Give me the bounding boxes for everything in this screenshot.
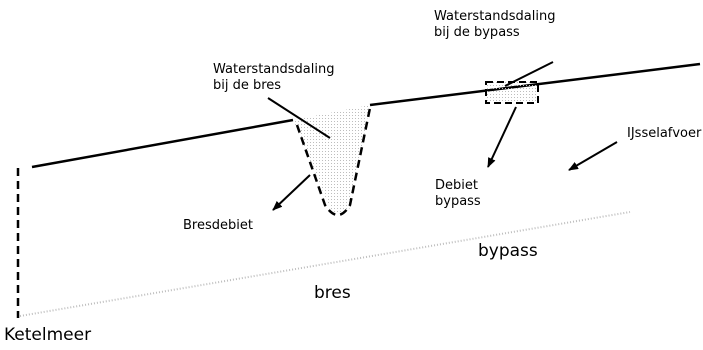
waterstand-bypass-line1: Waterstandsdaling bbox=[434, 9, 556, 24]
bypass-label: bypass bbox=[478, 241, 538, 261]
waterstand-bres-line1: Waterstandsdaling bbox=[213, 62, 335, 77]
debiet-bypass-arrow bbox=[487, 106, 517, 168]
bres-label: bres bbox=[314, 283, 351, 303]
waterstand-bypass-label: Waterstandsdaling bij de bypass bbox=[434, 9, 555, 41]
bresdebiet-label: Bresdebiet bbox=[183, 218, 253, 233]
ijsselafvoer-arrow bbox=[568, 141, 618, 171]
bypass-drawdown-pointer bbox=[504, 61, 554, 87]
debiet-bypass-line1: Debiet bbox=[435, 178, 478, 193]
breach-outline bbox=[295, 107, 372, 217]
waterstand-bypass-line2: bij de bypass bbox=[434, 25, 520, 40]
river-bed-line bbox=[19, 211, 631, 317]
breach-drawdown-fill bbox=[293, 105, 370, 214]
water-surface-left bbox=[31, 118, 294, 169]
waterstand-bres-label: Waterstandsdaling bij de bres bbox=[213, 62, 334, 94]
bres-drawdown-pointer bbox=[267, 97, 331, 139]
bresdebiet-arrow bbox=[272, 174, 311, 211]
ketelmeer-label: Ketelmeer bbox=[4, 325, 92, 345]
debiet-bypass-label: Debiet bypass bbox=[435, 178, 481, 210]
debiet-bypass-line2: bypass bbox=[435, 194, 481, 209]
bypass-box bbox=[485, 81, 539, 104]
waterstand-bres-line2: bij de bres bbox=[213, 78, 282, 93]
ijsselafvoer-label: IJsselafvoer bbox=[627, 126, 702, 141]
